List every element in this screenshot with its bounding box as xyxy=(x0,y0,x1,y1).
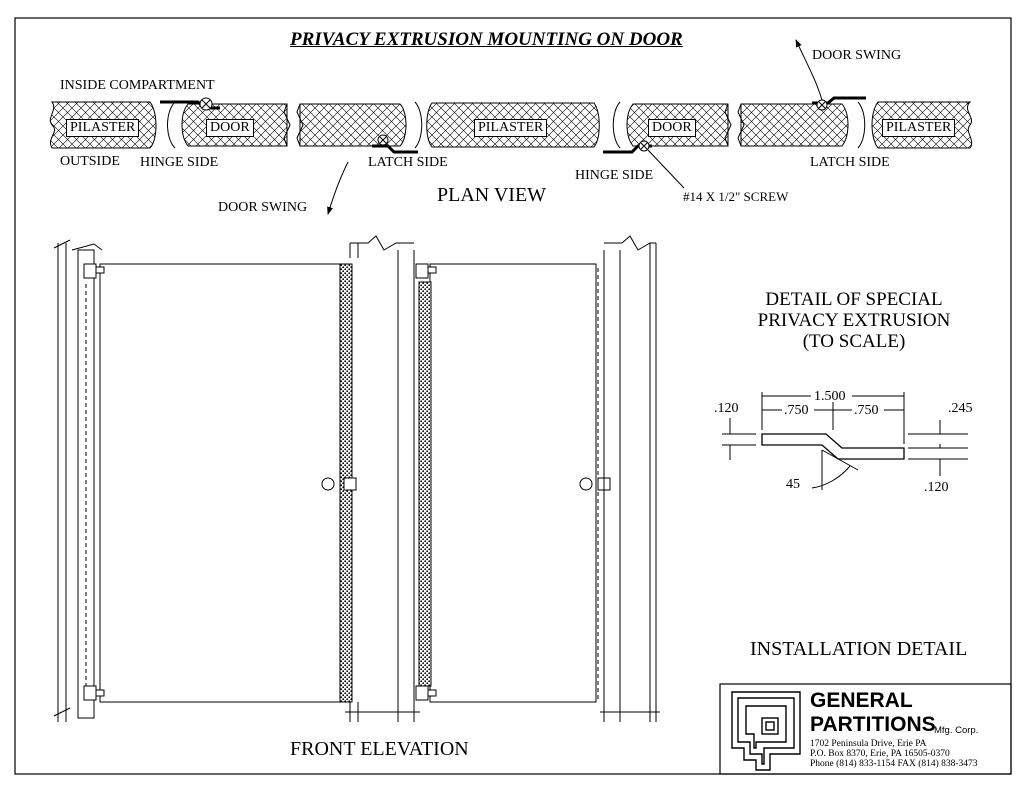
company-phone: Phone (814) 833-1154 FAX (814) 838-3473 xyxy=(810,759,978,769)
label-hinge-side-1: HINGE SIDE xyxy=(140,155,219,170)
door-swing-arrow-2 xyxy=(795,39,823,101)
label-pilaster-2: PILASTER xyxy=(474,119,548,137)
label-door-swing-1: DOOR SWING xyxy=(218,200,308,215)
label-latch-side-2: LATCH SIDE xyxy=(810,155,890,170)
dim-total: 1.500 xyxy=(814,389,846,404)
screw-leader xyxy=(647,149,685,189)
company-name-1: GENERAL xyxy=(810,689,913,712)
dim-offset: .245 xyxy=(948,401,973,416)
detail-heading-line2: PRIVACY EXTRUSION xyxy=(757,309,951,331)
drawing-title: PRIVACY EXTRUSION MOUNTING ON DOOR xyxy=(290,29,683,50)
company-name-2: PARTITIONS xyxy=(810,713,936,736)
detail-heading: DETAIL OF SPECIAL PRIVACY EXTRUSION (TO … xyxy=(744,289,964,353)
dim-right: .750 xyxy=(854,403,879,418)
dim-left: .750 xyxy=(784,403,809,418)
label-pilaster-3: PILASTER xyxy=(882,119,956,137)
dim-thick-left: .120 xyxy=(714,401,739,416)
label-door-2: DOOR xyxy=(648,119,696,137)
elev-door-right xyxy=(429,263,597,703)
front-elevation xyxy=(53,235,660,722)
elev-privacy-extrusion-2 xyxy=(418,281,432,687)
label-inside-compartment: INSIDE COMPARTMENT xyxy=(60,78,215,93)
door-swing-arrow-1 xyxy=(327,161,349,215)
extrusion-plan-2 xyxy=(372,144,418,154)
label-pilaster-1: PILASTER xyxy=(66,119,140,137)
detail-heading-line1: DETAIL OF SPECIAL xyxy=(765,289,943,310)
title-block xyxy=(719,683,1012,775)
latch-knob-2 xyxy=(579,477,593,491)
front-elevation-heading: FRONT ELEVATION xyxy=(290,738,469,760)
extrusion-profile xyxy=(761,433,905,460)
company-suffix: Mfg. Corp. xyxy=(934,725,979,736)
plan-view-heading: PLAN VIEW xyxy=(437,184,547,206)
label-screw: #14 X 1/2" SCREW xyxy=(683,189,789,204)
detail-heading-line3: (TO SCALE) xyxy=(802,330,906,352)
latch-knob-1 xyxy=(321,477,335,491)
dim-thick-right: .120 xyxy=(924,480,949,495)
label-door-swing-2: DOOR SWING xyxy=(812,48,902,63)
door-2-latch-part xyxy=(740,103,849,147)
dim-angle: 45 xyxy=(786,477,800,492)
installation-heading: INSTALLATION DETAIL xyxy=(750,638,968,660)
company-address-1: 1702 Peninsula Drive, Erie PA xyxy=(810,739,927,749)
elev-door-left xyxy=(99,263,341,703)
label-outside: OUTSIDE xyxy=(60,154,120,169)
door-1-latch-part xyxy=(299,103,407,147)
sheet-border xyxy=(14,17,1012,775)
company-address-2: P.O. Box 8370, Erie, PA 16505-0370 xyxy=(810,749,950,759)
extrusion-detail xyxy=(722,392,968,490)
label-hinge-side-2: HINGE SIDE xyxy=(575,168,654,183)
label-door-1: DOOR xyxy=(206,119,254,137)
label-latch-side-1: LATCH SIDE xyxy=(368,155,448,170)
company-logo-icon xyxy=(731,691,801,771)
